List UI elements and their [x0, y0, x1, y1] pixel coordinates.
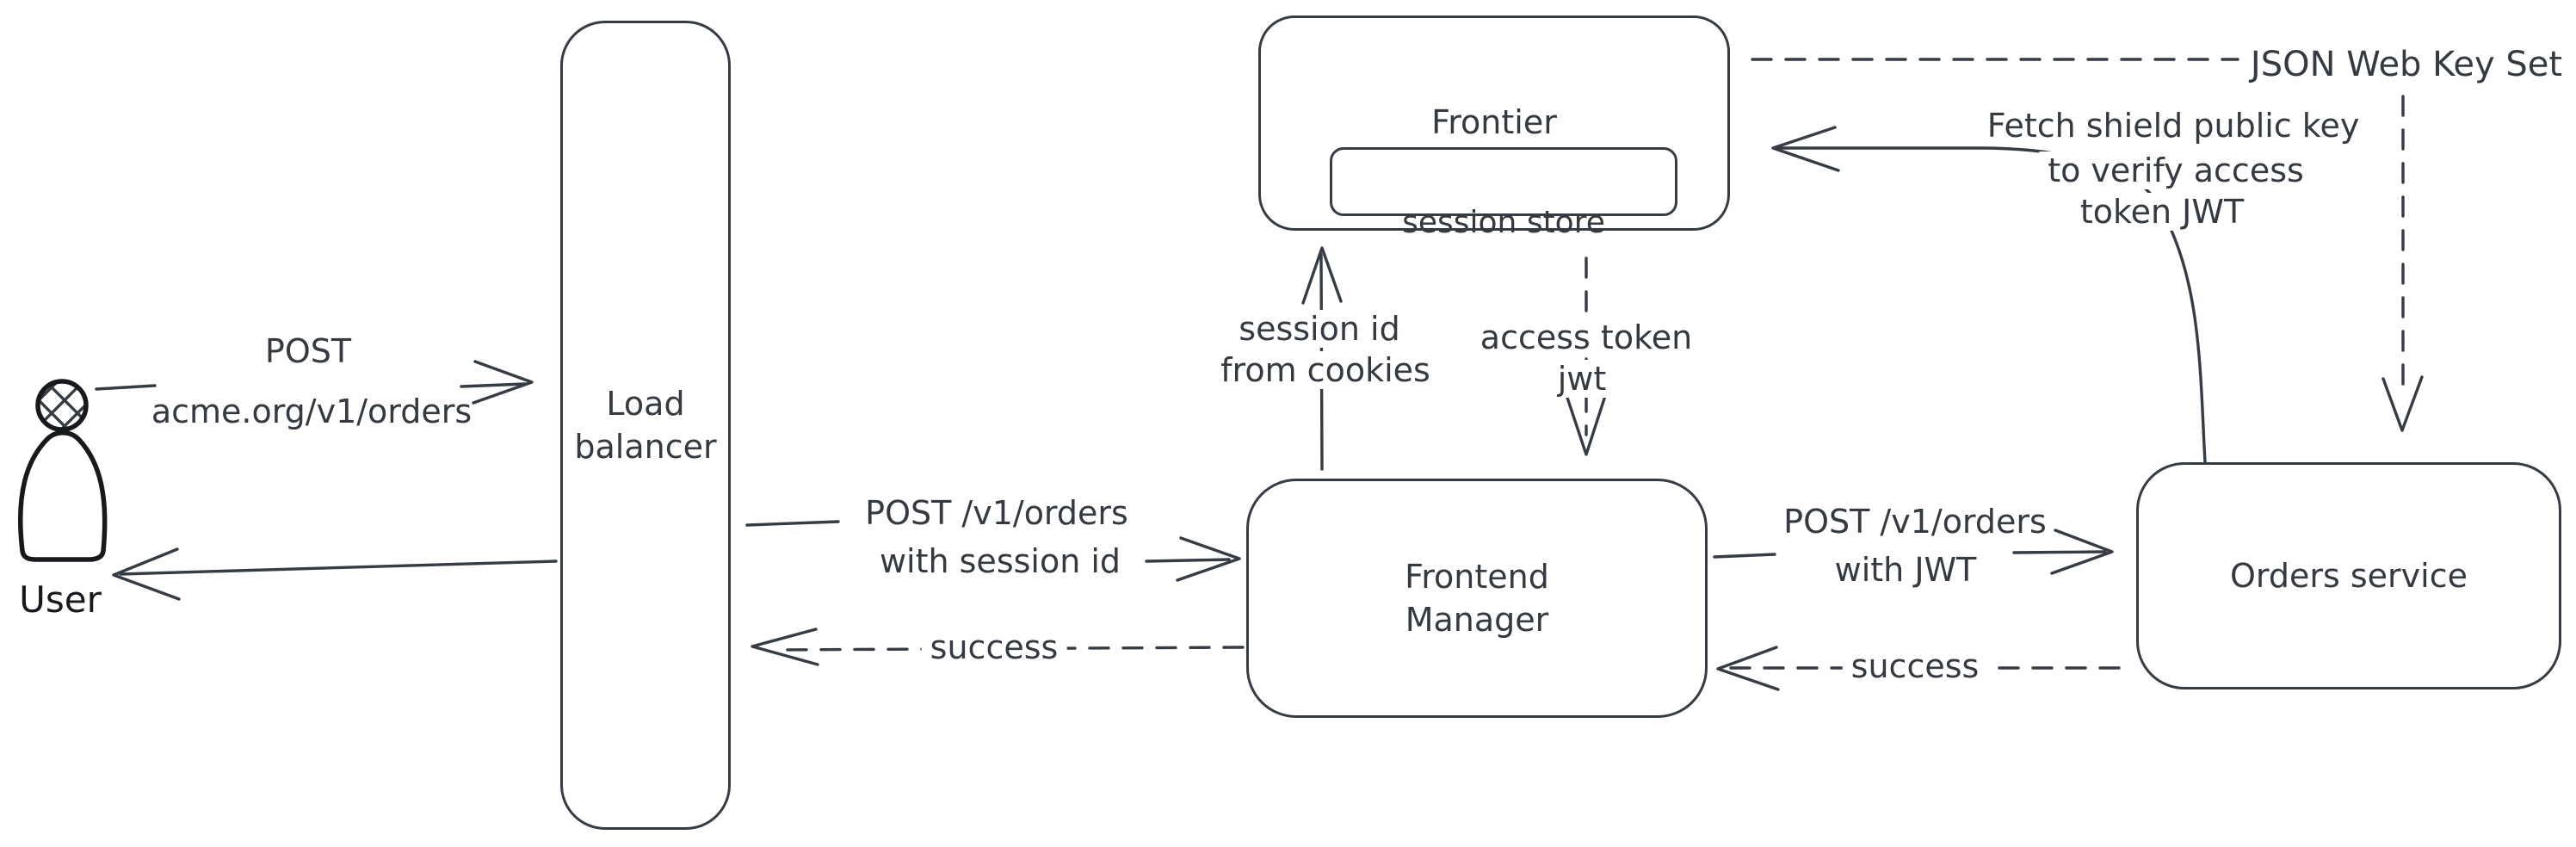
edge-label-post-acme-line2: acme.org/v1/orders: [151, 393, 473, 430]
edge-orders-to-fm-success: [1716, 646, 2121, 691]
edge-label-jwks: JSON Web Key Set: [2250, 45, 2563, 84]
edge-label-access-token-line2: jwt: [1548, 360, 1615, 398]
frontend-manager-label-line1: Frontend: [1405, 557, 1549, 596]
user-label: User: [19, 578, 102, 621]
edge-jwks: [1751, 58, 2424, 432]
edge-label-post-session-line2: with session id: [879, 542, 1121, 580]
edge-frontier-to-fm: [1566, 257, 1607, 456]
node-frontier: Frontier session store: [1258, 15, 1730, 240]
edge-label-success-left: success: [921, 628, 1067, 666]
edge-label-post-acme-line1: POST: [264, 332, 352, 370]
edge-label-post-jwt-line2: with JWT: [1834, 551, 1977, 589]
edge-label-success-right: success: [1842, 647, 1988, 685]
load-balancer-label-line1: Load: [606, 384, 685, 423]
node-orders-service: Orders service: [2136, 462, 2561, 689]
node-load-balancer: Load balancer: [560, 21, 731, 830]
edge-label-access-token-line1: access token: [1471, 318, 1702, 356]
edge-label-post-session-line1: POST /v1/orders: [865, 494, 1128, 532]
frontier-label: Frontier: [1431, 103, 1557, 141]
edge-user-to-lb: [95, 360, 534, 405]
edge-lb-to-fm: [745, 520, 1241, 582]
orders-service-label: Orders service: [2230, 556, 2468, 595]
frontend-manager-label-line2: Manager: [1405, 601, 1549, 639]
edge-label-fetch-line2: to verify access: [2039, 151, 2313, 189]
edge-label-session-id-line1: session id: [1230, 310, 1409, 348]
edge-label-fetch-line3: token JWT: [2071, 193, 2253, 231]
node-frontend-manager: Frontend Manager: [1246, 479, 1708, 718]
session-store-label: session store: [1402, 205, 1605, 241]
edge-fm-to-orders: [1713, 529, 2114, 575]
edge-label-fetch-line1: Fetch shield public key: [1978, 107, 2369, 145]
edge-label-post-jwt-line1: POST /v1/orders: [1783, 503, 2047, 541]
user-icon: [18, 379, 108, 562]
load-balancer-label-line2: balancer: [574, 428, 717, 466]
edge-label-session-id-line2: from cookies: [1212, 351, 1439, 389]
edge-lb-to-user: [112, 547, 558, 601]
node-session-store: session store: [1330, 147, 1677, 240]
